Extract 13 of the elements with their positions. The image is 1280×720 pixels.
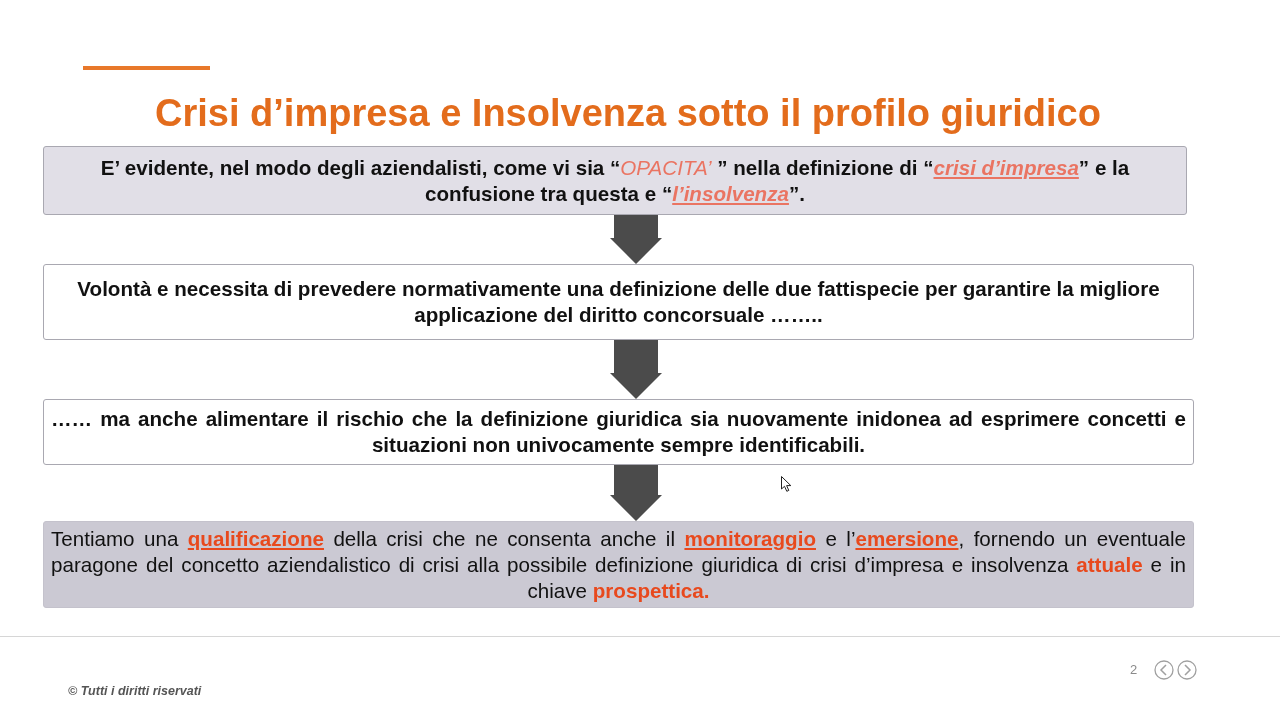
statement-text: Tentiamo una qualificazione della crisi che ne consenta anche il monitoraggio e l’emersione, fornendo un eventuale paragone del concetto aziendalistico di crisi alla possibile definizione giuridica di crisi d’impresa e insolvenza attuale e in chiave prospettica. xyxy=(51,525,1186,604)
block-arrow xyxy=(610,340,662,399)
statement-text: E’ evidente, nel modo degli aziendalisti, come vi sia “OPACITA’ ” nella definizione di “crisi d’impresa” e la confusione tra questa e “l’insolvenza”. xyxy=(99,154,1131,207)
statement-text: …… ma anche alimentare il rischio che la definizione giuridica sia nuovamente inidonea ad esprimere concetti e situazioni non univocamente sempre identificabili. xyxy=(51,406,1186,458)
statement-box xyxy=(43,264,1194,340)
statement-text: Volontà e necessita di prevedere normativamente una definizione delle due fattispecie per garantire la migliore applicazione del diritto concorsuale …….. xyxy=(76,276,1161,328)
copyright-notice: © Tutti i diritti riservati xyxy=(68,684,202,698)
statement-box xyxy=(43,399,1194,465)
block-arrow xyxy=(610,215,662,264)
block-arrow xyxy=(610,465,662,521)
statement-box xyxy=(43,146,1187,215)
page-number: 2 xyxy=(1130,662,1138,677)
slide-title: Crisi d’impresa e Insolvenza sotto il profilo giuridico xyxy=(155,91,1101,135)
